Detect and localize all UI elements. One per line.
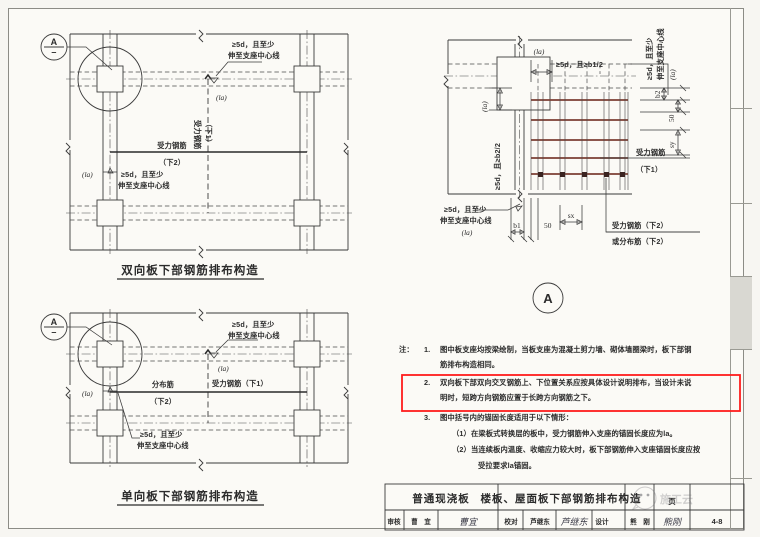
- drawing-sheet: [8, 8, 744, 529]
- index-margin-strip: [730, 8, 752, 529]
- la-label-bottom: (la): [82, 170, 93, 179]
- anchor-right-line1: ≥5d，且至少: [645, 37, 654, 80]
- detail-marker-label-2: A: [51, 317, 58, 327]
- caption-bottom-left: 单向板下部钢筋排布构造: [121, 489, 259, 503]
- note-2-highlight-box: [401, 374, 741, 412]
- dim-50-bottom-label: 50: [544, 221, 552, 230]
- section-marker-label: A: [543, 291, 553, 306]
- rebar-vertical-sublabel: （下1）: [204, 120, 213, 146]
- la-label-bottom-right: (la): [462, 228, 473, 237]
- title-block-page-number: 4-8: [712, 517, 723, 526]
- notes-block: 注： 1. 图中板支座均按梁绘制，当板支座为混凝土剪力墙、砌体墙圈梁时，板下部钢…: [399, 345, 741, 470]
- note-2-line-1: 双向板下部双向交叉钢筋上、下位置关系应按具体设计说明排布，当设计未说: [440, 378, 692, 387]
- title-block-page-label: 页: [668, 497, 676, 506]
- dim-b1-label: b1: [513, 221, 521, 230]
- field-label-review: 审核: [387, 517, 401, 526]
- la-label-top: (la): [216, 93, 227, 102]
- rebar-x-label: 受力钢筋: [636, 148, 666, 157]
- gte-b1-label: ≥5d，且≥b1/2: [556, 60, 603, 69]
- title-block-category: 普通现浇板: [412, 492, 470, 505]
- la-label-right-side: (la): [668, 69, 677, 80]
- rebar-vertical-label: 受力钢筋: [193, 120, 202, 150]
- anchor-bottom-line1: ≥5d，且至少: [444, 205, 487, 214]
- watermark-text: 施工云: [660, 492, 693, 506]
- anchor-note-bottom-line1-2: ≥5d，且至少: [140, 430, 183, 439]
- la-label-bottom-2: (la): [82, 389, 93, 398]
- field-label-design: 设计: [595, 517, 609, 526]
- dim-50-right-label: 50: [667, 114, 676, 122]
- title-block-drawing-title: 楼板、屋面板下部钢筋排布构造: [481, 492, 642, 505]
- anchor-note-top-line2-2: 伸至支座中心线: [227, 331, 280, 340]
- field-sign-check: 芦继东: [560, 517, 588, 527]
- rebar-x-sublabel: （下1）: [636, 165, 662, 174]
- la-label-right-top: (la): [534, 47, 545, 56]
- rebar-mesh-vertical: [537, 92, 626, 190]
- anchor-note-bottom-line1: ≥5d，且至少: [121, 170, 164, 179]
- note-1-number: 1.: [424, 345, 430, 354]
- caption-top-left: 双向板下部钢筋排布构造: [120, 263, 259, 277]
- note-2-line-2: 明时，短跨方向钢筋应置于长跨方向钢筋之下。: [440, 393, 595, 402]
- dim-b2-label: b2: [653, 90, 662, 98]
- rebar-horizontal-label: 受力钢筋: [157, 141, 187, 150]
- detail-marker-dash-2: –: [51, 327, 56, 337]
- margin-tab-4: [730, 478, 752, 479]
- rebar-mesh-horizontal: [531, 99, 628, 175]
- dist-rebar-label: 分布筋: [152, 380, 174, 389]
- rebar-nodes: [538, 172, 625, 177]
- field-value-design: 熊 刚: [630, 517, 650, 526]
- note-3-number: 3.: [424, 413, 430, 422]
- wechat-icon: [633, 486, 657, 510]
- title-block: 普通现浇板 楼板、屋面板下部钢筋排布构造 页 4-8 审核 曹 宜 曹宜 校对 …: [384, 483, 745, 531]
- anchor-note-top-line1-2: ≥5d，且至少: [232, 320, 275, 329]
- field-sign-design: 熊刚: [663, 517, 683, 527]
- note-2-number: 2.: [424, 378, 430, 387]
- detail-marker-label: A: [51, 37, 58, 47]
- margin-tab-3: [730, 276, 752, 350]
- la-label-top-2: (la): [218, 364, 229, 373]
- field-value-check: 芦继东: [530, 517, 550, 526]
- section-marker-circle: [532, 282, 564, 314]
- notes-prefix: 注：: [399, 345, 414, 354]
- margin-tab-1: [730, 108, 752, 109]
- la-label-right-left: (la): [480, 101, 489, 112]
- diagram-right-detail: (la) ≥5d，且≥b1/2 (la) ≥5d，且≥b2/2 b2 50: [439, 28, 700, 314]
- anchor-note-bottom-line2: 伸至支座中心线: [117, 181, 170, 190]
- rebar-y-label: 受力钢筋（下2）: [612, 221, 668, 230]
- anchor-note-top-line2: 伸至支座中心线: [227, 51, 280, 60]
- note-3-sub-1: （1）在梁板式转换层的板中，受力钢筋伸入支座的锚固长度应为la。: [452, 429, 677, 438]
- field-value-review: 曹 宜: [411, 517, 431, 526]
- note-1-line-2: 筋排布构造相同。: [439, 360, 499, 369]
- rebar-y-alt-label: 或分布筋（下2）: [612, 237, 668, 246]
- field-label-check: 校对: [504, 517, 518, 526]
- note-3-sub-3: 受拉要求la锚固。: [478, 461, 536, 470]
- anchor-note-bottom-line2-2: 伸至支座中心线: [136, 441, 189, 450]
- dim-sx-label: sx: [568, 211, 575, 220]
- rebar-horizontal-sublabel: （下2）: [159, 158, 185, 167]
- dist-rebar-sublabel: （下2）: [150, 397, 176, 406]
- diagram-bottom-left: A – ≥5d，且至少 伸至支座中心线 (la) 受力钢筋（下1） 分布筋 （下…: [40, 308, 352, 506]
- anchor-right-line2: 伸至支座中心线: [656, 28, 665, 81]
- detail-marker-dash: –: [51, 47, 56, 57]
- watermark: 施工云: [631, 486, 693, 511]
- anchor-note-top-line1: ≥5d，且至少: [232, 40, 275, 49]
- margin-tab-2: [730, 203, 752, 204]
- anchor-bottom-line2: 伸至支座中心线: [439, 216, 492, 225]
- gte-b2-label: ≥5d，且≥b2/2: [493, 143, 502, 190]
- dim-sy-label: sy: [667, 141, 676, 148]
- field-sign-review: 曹宜: [459, 517, 478, 527]
- diagram-top-left: A – ≥5d，且至少 伸至支座中心线 (la) 受力钢筋 （下1） 受力钢筋 …: [40, 29, 352, 280]
- note-1-line-1: 图中板支座均按梁绘制，当板支座为混凝土剪力墙、砌体墙圈梁时，板下部钢: [440, 345, 692, 354]
- note-3-line-1: 图中括号内的锚固长度适用于以下情形：: [440, 413, 573, 422]
- rebar-main-label-2: 受力钢筋（下1）: [212, 379, 268, 388]
- note-3-sub-2: （2）当连续板内温度、收缩应力较大时，板下部钢筋伸入支座锚固长度应按: [452, 445, 701, 454]
